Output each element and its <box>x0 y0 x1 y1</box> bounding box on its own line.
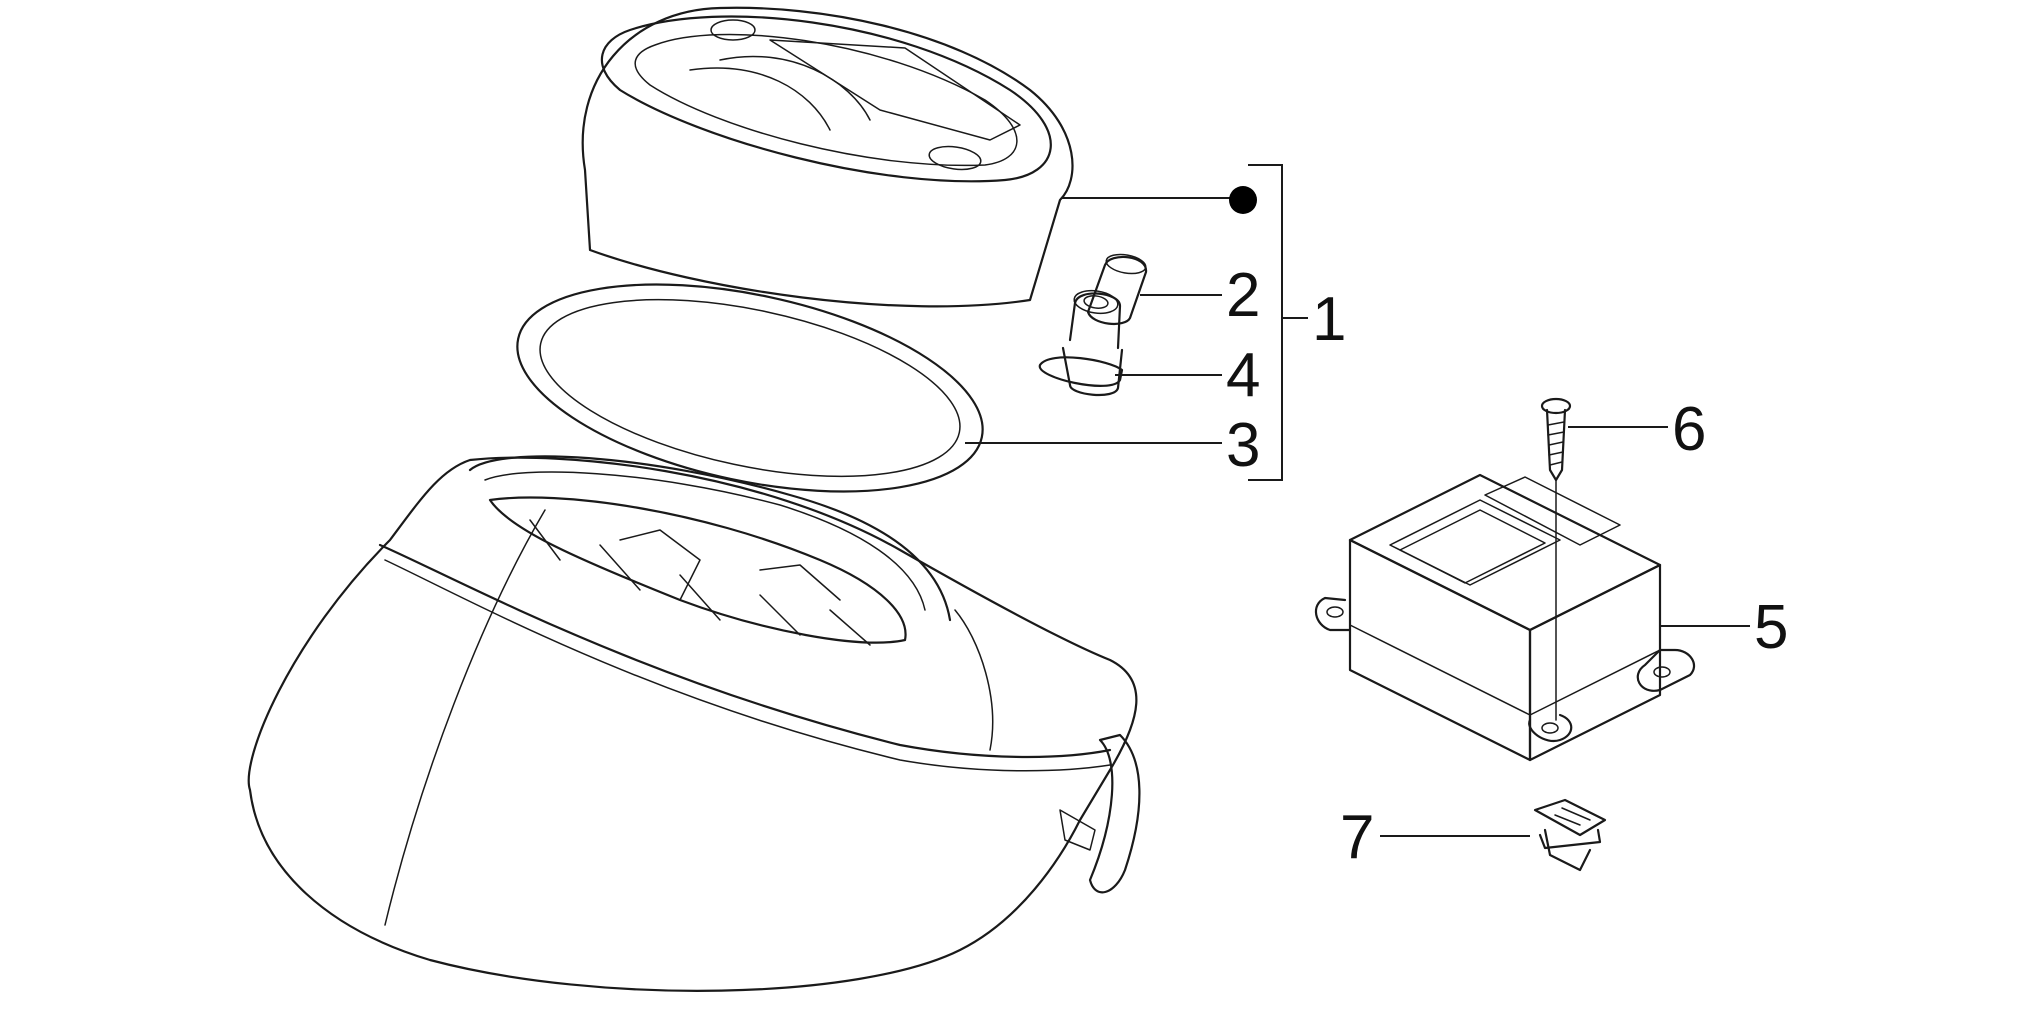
callout-6: 6 <box>1672 395 1706 464</box>
dashboard-cover[interactable] <box>247 455 1141 992</box>
callout-5: 5 <box>1754 593 1788 662</box>
callout-1: 1 <box>1312 285 1346 354</box>
instrument-cluster[interactable] <box>581 6 1074 308</box>
screw[interactable] <box>1540 397 1572 721</box>
bulb[interactable] <box>1086 252 1148 326</box>
clip[interactable] <box>1533 798 1607 872</box>
control-module[interactable] <box>1314 473 1696 762</box>
callout-2: 2 <box>1226 261 1260 330</box>
callout-7: 7 <box>1340 803 1374 872</box>
assembly-bracket <box>1248 164 1283 481</box>
callout-4: 4 <box>1226 341 1260 410</box>
assembly-marker-dot <box>1229 186 1257 214</box>
bulb-socket[interactable] <box>1038 288 1124 397</box>
callout-3: 3 <box>1226 411 1260 480</box>
